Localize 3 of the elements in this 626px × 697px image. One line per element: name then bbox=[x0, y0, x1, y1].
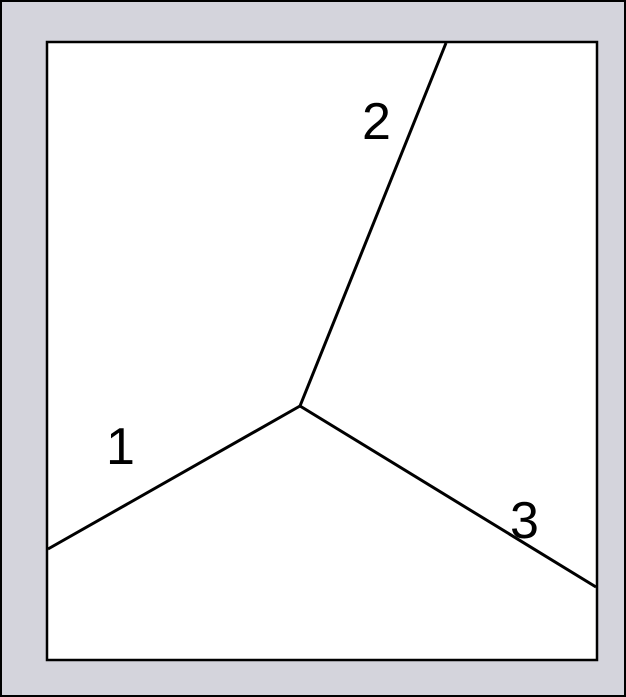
callout-number: 2 bbox=[362, 96, 391, 148]
callout-number: 3 bbox=[510, 495, 539, 547]
callout-number: 1 bbox=[106, 421, 135, 473]
